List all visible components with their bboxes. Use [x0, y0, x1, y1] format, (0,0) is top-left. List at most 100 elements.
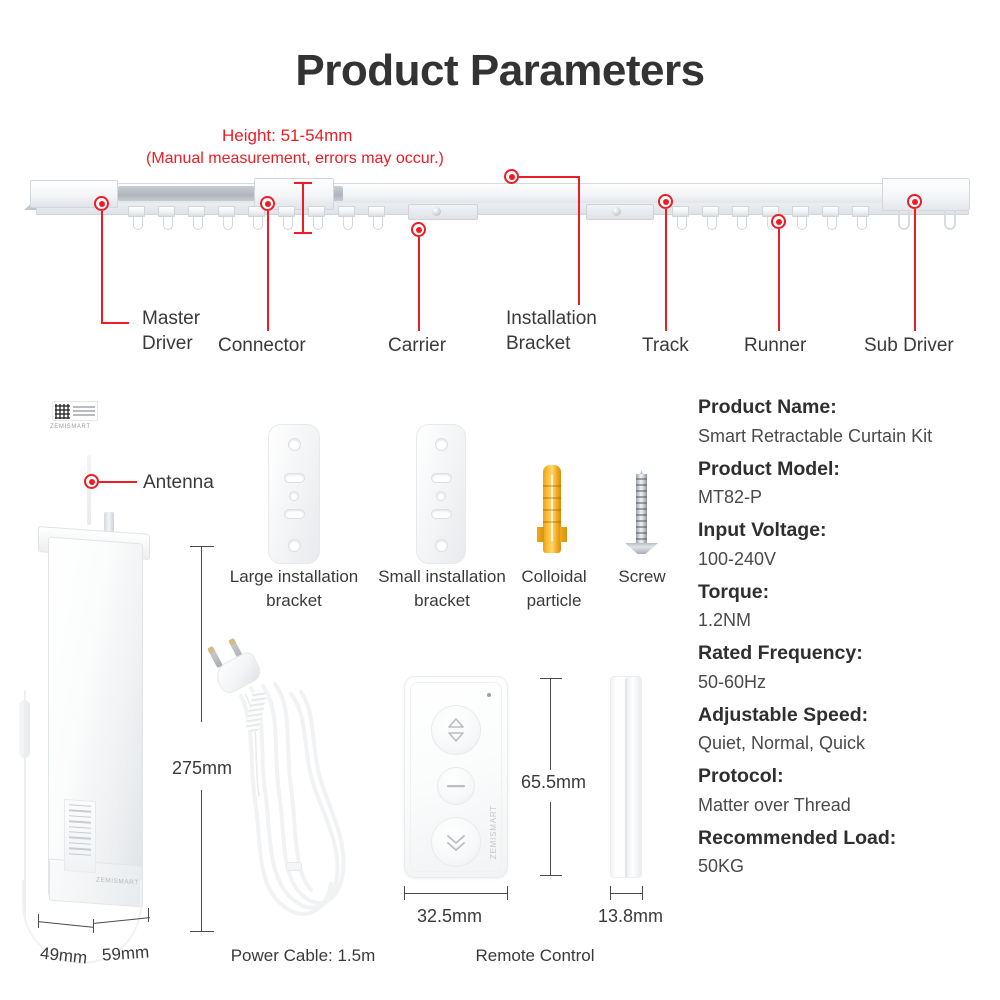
spec-value-rated-frequency: 50-60Hz	[698, 671, 767, 692]
callout-leader-sub-driver	[914, 209, 916, 331]
bracket-slot-upper	[283, 473, 305, 483]
callout-label-sub-driver: Sub Driver	[864, 335, 954, 356]
caption-power-cable: Power Cable: 1.5m	[230, 946, 376, 965]
carrier	[248, 206, 265, 230]
anchor-rib	[543, 521, 561, 523]
bracket-center-hole	[289, 491, 299, 501]
dim-275mm-line-lower	[201, 790, 203, 932]
callout-label-connector: Connector	[218, 335, 306, 356]
runner	[672, 206, 689, 230]
curtain-track-assembly	[0, 170, 1000, 280]
carrier	[338, 206, 355, 230]
spec-key-rated-frequency: Rated Frequency:	[698, 642, 863, 664]
callout-dot-runner	[771, 214, 786, 229]
driver-certification-label	[64, 798, 96, 874]
page-title: Product Parameters	[295, 46, 705, 95]
dim-275mm-label: 275mm	[172, 758, 233, 778]
carrier	[368, 206, 385, 230]
spec-value-torque: 1.2NM	[698, 610, 752, 630]
bracket-center-hole	[436, 491, 446, 501]
height-note-primary: Height: 51-54mm	[222, 126, 353, 145]
spec-key-recommended-load: Recommended Load:	[698, 826, 897, 849]
anchor-rib	[543, 497, 561, 499]
bracket-hole-top	[434, 438, 448, 451]
bracket-hole-bottom	[287, 539, 301, 552]
spec-key-product-model: Product Model:	[698, 457, 840, 480]
callout-dot-carrier	[411, 222, 426, 237]
remote-open-button[interactable]	[431, 705, 481, 755]
callout-leader-bracket-v	[578, 176, 580, 305]
spec-key-product-name: Product Name:	[698, 396, 837, 418]
remote-stop-button[interactable]	[437, 767, 475, 805]
rail-height-cap-top	[294, 182, 312, 184]
callout-label-master-driver: Master Driver	[142, 308, 201, 354]
bracket-slot-lower	[430, 509, 452, 519]
dim-138mm-label: 13.8mm	[598, 906, 664, 926]
callout-leader-runner	[778, 229, 780, 331]
callout-label-carrier: Carrier	[388, 335, 447, 356]
driver-connector-stub	[104, 512, 114, 538]
carrier	[308, 206, 325, 230]
dim-59mm-cap-right	[148, 908, 150, 922]
power-cable-coil	[239, 682, 346, 916]
antenna-wire	[87, 455, 91, 525]
accessory-label-colloidal-particle: Colloidal particle	[521, 567, 587, 610]
spec-value-adjustable-speed: Quiet, Normal, Quick	[698, 733, 866, 753]
installation-bracket-left	[408, 204, 478, 220]
colloidal-particle-anchor	[537, 465, 567, 553]
sub-driver-head	[882, 178, 970, 211]
spec-value-recommended-load: 50KG	[698, 856, 745, 876]
dim-49mm-cap-left	[38, 914, 40, 928]
callout-leader-connector	[267, 211, 269, 331]
spec-value-product-name: Smart Retractable Curtain Kit	[698, 425, 933, 446]
caption-remote-control: Remote Control	[475, 946, 595, 965]
dim-325mm-cap-right	[507, 886, 509, 900]
remote-close-button[interactable]	[431, 817, 481, 867]
remote-led-indicator	[487, 693, 491, 697]
minus-icon	[447, 785, 465, 788]
carrier	[278, 206, 295, 230]
bracket-hole-bottom	[434, 539, 448, 552]
callout-leader-track	[665, 209, 667, 331]
dim-49mm-label: 49mm	[39, 943, 89, 968]
dim-65mm-line-upper	[550, 678, 552, 770]
spec-key-protocol: Protocol:	[698, 765, 784, 787]
bracket-slot-upper	[430, 473, 452, 483]
runner	[792, 206, 809, 230]
manual-pull-cord	[24, 690, 26, 920]
screw-shaft	[636, 474, 647, 546]
callout-label-track: Track	[642, 335, 689, 356]
accessory-label-small-bracket: Small installation bracket	[378, 567, 506, 610]
spec-value-input-voltage: 100-240V	[698, 548, 777, 569]
anchor-fin-right	[560, 527, 567, 542]
runner	[852, 206, 869, 230]
carrier	[128, 206, 145, 230]
anchor-rib	[543, 485, 561, 487]
product-qr-label	[52, 401, 98, 421]
cable-tie	[286, 862, 302, 871]
dim-275mm-line-upper	[201, 546, 203, 722]
remote-control[interactable]: ZEMISMART	[404, 676, 508, 878]
spec-value-product-model: MT82-P	[698, 487, 763, 507]
callout-label-runner: Runner	[744, 335, 807, 356]
dim-325mm-cap-left	[404, 886, 406, 900]
dim-138mm-cap-right	[642, 886, 644, 900]
qr-label-text-lines	[73, 406, 95, 418]
callout-leader-master-driver-foot	[101, 322, 129, 324]
runner	[822, 206, 839, 230]
dim-65mm-line-lower	[550, 802, 552, 876]
spec-key-input-voltage: Input Voltage:	[698, 519, 827, 541]
spec-key-adjustable-speed: Adjustable Speed:	[698, 703, 869, 726]
qr-code-icon	[55, 404, 70, 419]
dim-275mm-cap-bottom	[190, 931, 214, 933]
runner-end-hook	[898, 210, 910, 230]
carrier	[218, 206, 235, 230]
spec-key-torque: Torque:	[698, 580, 770, 603]
runner-end-hook	[944, 210, 956, 230]
callout-dot-connector	[260, 196, 275, 211]
screw-head	[625, 543, 658, 554]
callout-leader-antenna	[99, 481, 137, 483]
dim-138mm-cap-left	[610, 886, 612, 900]
callout-dot-master-driver	[94, 196, 109, 211]
